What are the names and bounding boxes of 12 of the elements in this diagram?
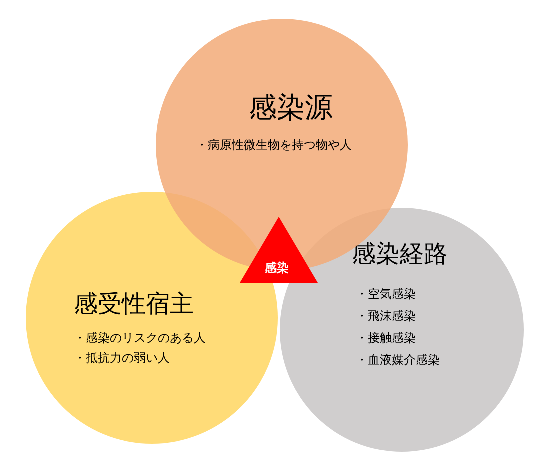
- triangle-marker: [240, 217, 318, 283]
- bullet-text: ・抵抗力の弱い人: [74, 350, 170, 367]
- circle-title: 感染経路: [352, 239, 448, 270]
- bullet-text: ・空気感染: [356, 286, 416, 303]
- circle-title: 感受性宿主: [74, 289, 194, 320]
- triangle-label: 感染: [265, 260, 289, 277]
- bullet-text: ・血液媒介感染: [356, 352, 440, 369]
- bullet-text: ・病原性微生物を持つ物や人: [196, 137, 352, 154]
- bullet-text: ・感染のリスクのある人: [74, 330, 206, 347]
- bullet-text: ・接触感染: [356, 330, 416, 347]
- circle-title: 感染源: [249, 90, 333, 126]
- bullet-text: ・飛沫感染: [356, 308, 416, 325]
